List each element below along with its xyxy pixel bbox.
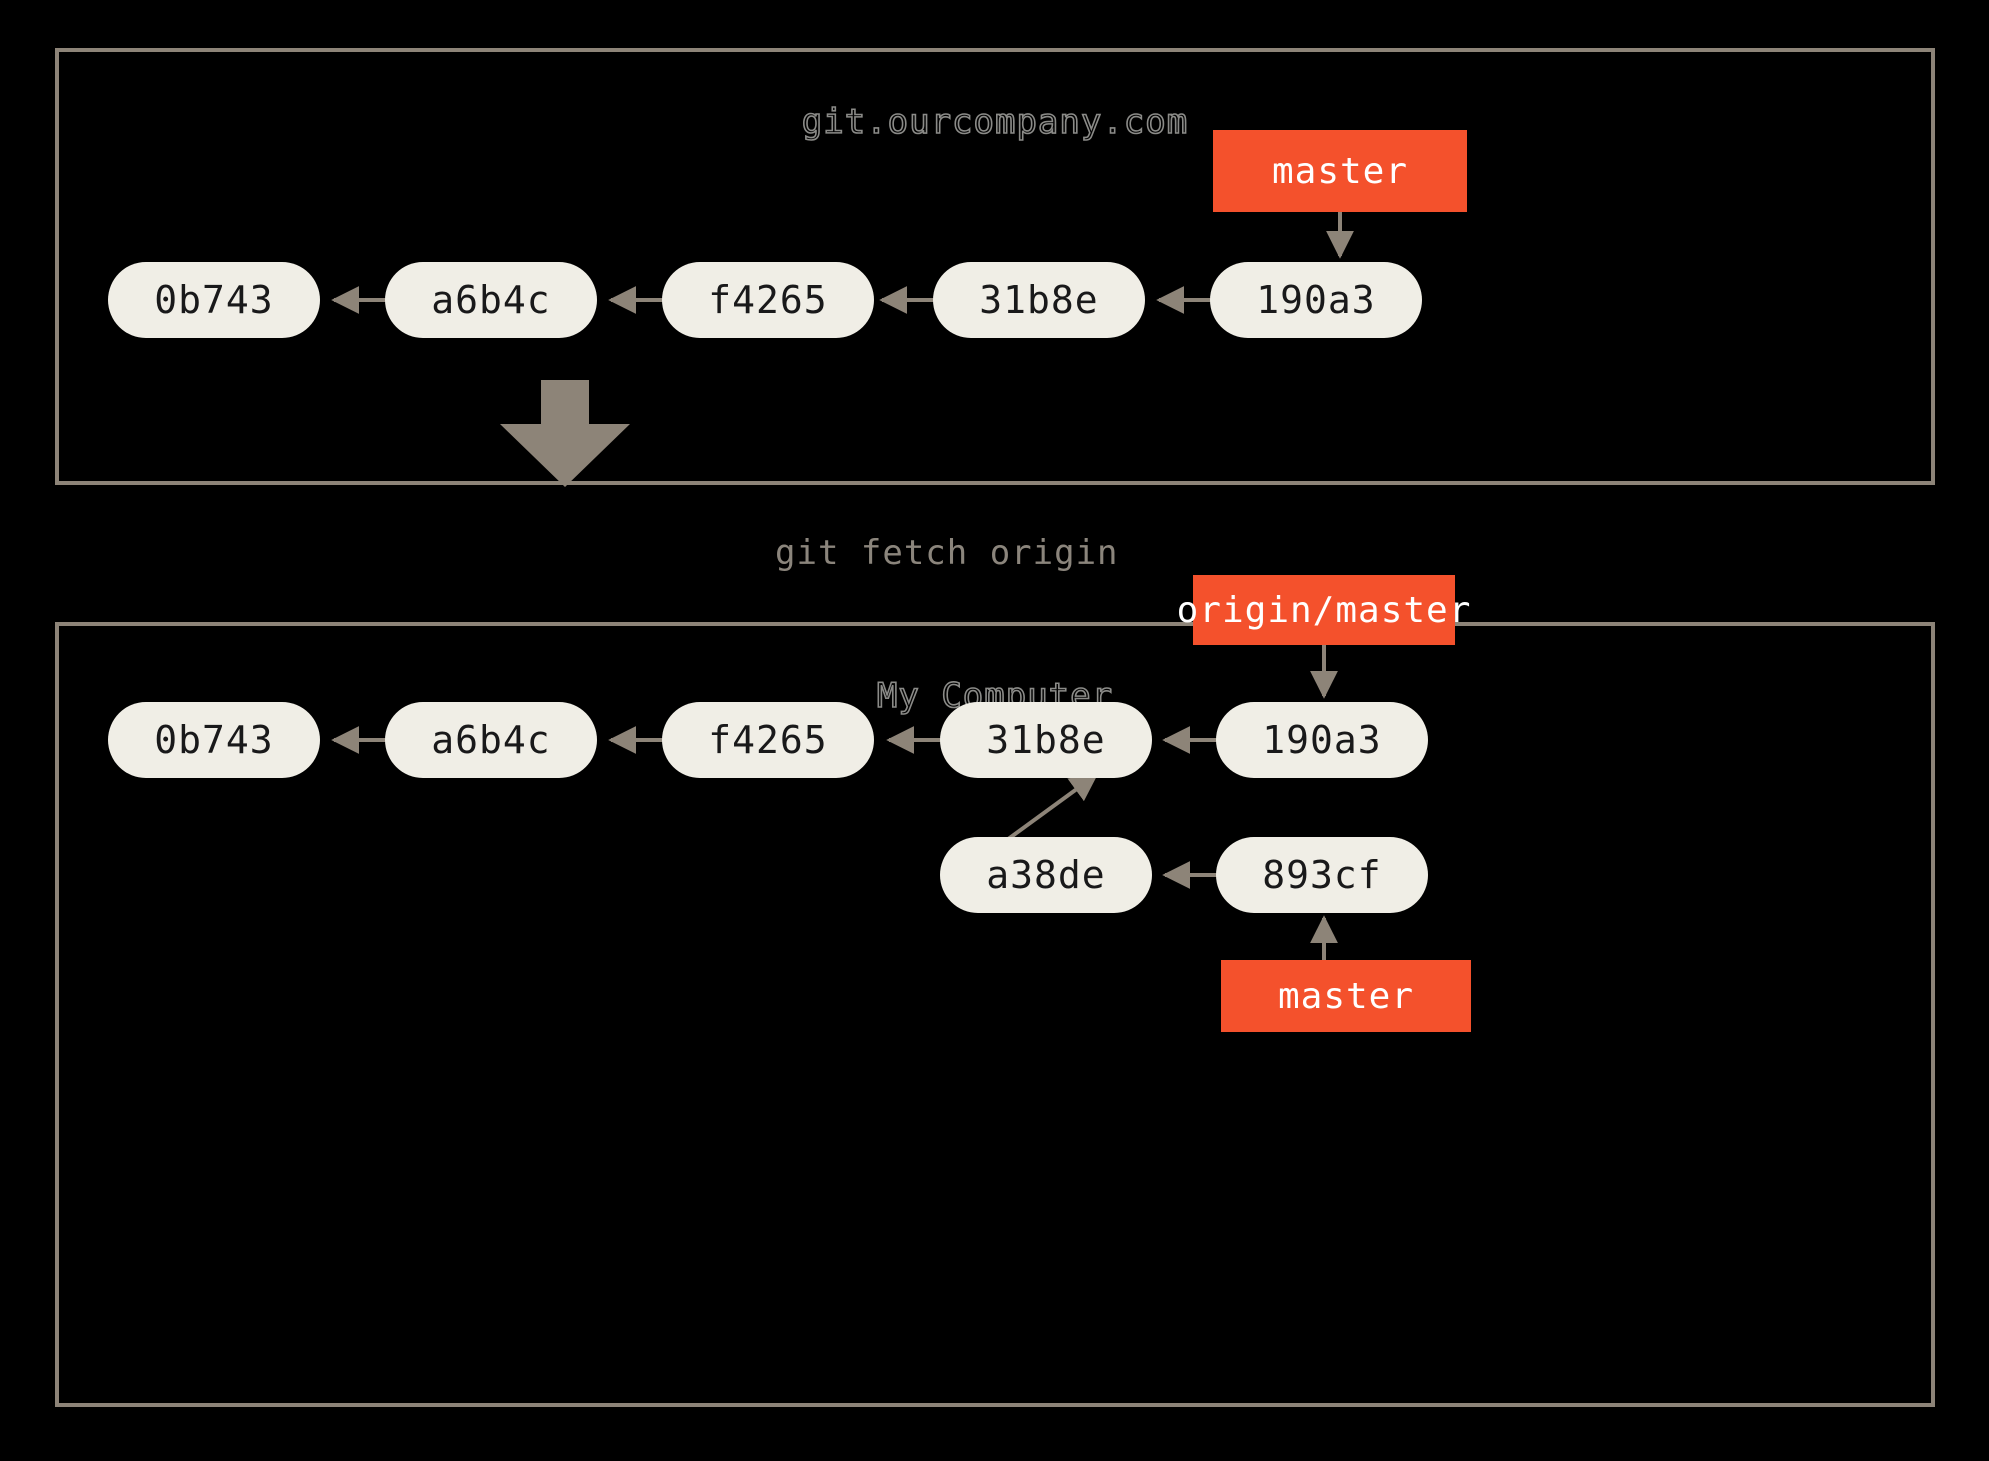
commit-hash: a6b4c — [431, 718, 551, 762]
commit-node[interactable]: a38de — [940, 837, 1152, 913]
branch-label-master-remote[interactable]: master — [1213, 130, 1467, 212]
branch-label-master-local[interactable]: master — [1221, 960, 1471, 1032]
commit-node[interactable]: 190a3 — [1216, 702, 1428, 778]
commit-node[interactable]: a6b4c — [385, 702, 597, 778]
commit-node[interactable]: 31b8e — [940, 702, 1152, 778]
commit-hash: 190a3 — [1256, 278, 1376, 322]
commit-hash: a6b4c — [431, 278, 551, 322]
commit-hash: 31b8e — [986, 718, 1106, 762]
branch-label-text: origin/master — [1176, 589, 1472, 631]
commit-node[interactable]: 31b8e — [933, 262, 1145, 338]
panel-title-remote: git.ourcompany.com — [801, 101, 1189, 143]
branch-label-text: master — [1277, 975, 1415, 1017]
branch-label-origin-master[interactable]: origin/master — [1177, 575, 1470, 645]
commit-node[interactable]: f4265 — [662, 262, 874, 338]
commit-hash: 190a3 — [1262, 718, 1382, 762]
commit-hash: f4265 — [708, 718, 828, 762]
commit-node[interactable]: 893cf — [1216, 837, 1428, 913]
commit-node[interactable]: 190a3 — [1210, 262, 1422, 338]
branch-label-text: master — [1271, 150, 1409, 192]
commit-node[interactable]: 0b743 — [108, 702, 320, 778]
commit-node[interactable]: a6b4c — [385, 262, 597, 338]
commit-node[interactable]: f4265 — [662, 702, 874, 778]
commit-hash: a38de — [986, 853, 1106, 897]
commit-hash: 893cf — [1262, 853, 1382, 897]
commit-hash: 31b8e — [979, 278, 1099, 322]
commit-hash: f4265 — [708, 278, 828, 322]
commit-hash: 0b743 — [154, 278, 274, 322]
commit-node[interactable]: 0b743 — [108, 262, 320, 338]
fetch-command-label: git fetch origin — [775, 533, 1119, 573]
panel-remote-server: git.ourcompany.com — [55, 48, 1935, 485]
commit-hash: 0b743 — [154, 718, 274, 762]
